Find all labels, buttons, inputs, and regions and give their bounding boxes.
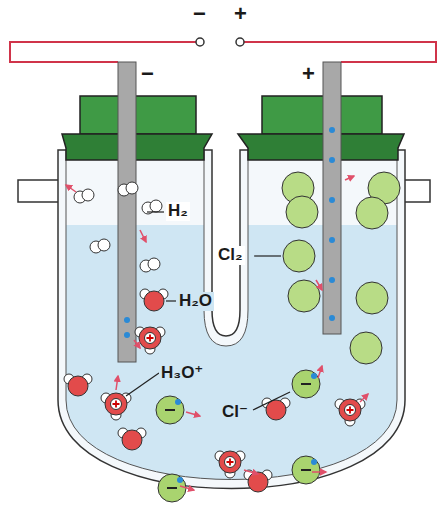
water-molecule <box>140 289 168 311</box>
terminal <box>196 38 204 46</box>
hydrogen-molecule <box>140 258 160 272</box>
chlorine-molecule <box>350 282 388 364</box>
stopper <box>238 96 404 160</box>
glass-tube <box>58 150 405 489</box>
electron <box>329 315 335 321</box>
electron <box>329 157 335 163</box>
water-molecule <box>118 428 146 450</box>
hydrogen-molecule <box>90 239 110 253</box>
particles <box>64 127 400 502</box>
hydronium-ion <box>335 399 365 426</box>
chloride-ion <box>158 474 186 502</box>
water-molecule <box>64 374 92 396</box>
polarity-sign: − <box>191 2 208 26</box>
terminal <box>236 38 244 46</box>
electron <box>329 197 335 203</box>
polarity-sign: − <box>139 62 156 86</box>
gas-outlet <box>18 180 58 202</box>
polarity-sign: + <box>232 2 249 26</box>
hydrogen-molecule <box>74 189 94 203</box>
electron <box>329 127 335 133</box>
stopper <box>62 96 212 160</box>
water-molecule <box>262 398 290 420</box>
electron <box>124 332 130 338</box>
wire <box>10 42 196 62</box>
solution <box>66 225 397 480</box>
hydronium-ion <box>135 327 165 354</box>
anode <box>323 62 341 334</box>
leader-lines <box>126 212 290 410</box>
callout-label: Cl₂ <box>216 246 245 265</box>
electron <box>124 317 130 323</box>
water-molecule <box>244 470 272 492</box>
callout-label: H₂O <box>177 292 214 311</box>
electron <box>329 277 335 283</box>
electron <box>329 237 335 243</box>
chloride-ion <box>156 396 184 424</box>
chloride-ion <box>292 370 320 398</box>
chlorine-molecule <box>282 172 318 228</box>
callout-label: Cl⁻ <box>220 403 250 422</box>
cathode <box>118 62 136 362</box>
polarity-sign: + <box>300 62 317 86</box>
wire <box>244 42 436 62</box>
hydronium-ion <box>215 451 245 478</box>
callout-label: H₃O⁺ <box>159 364 205 383</box>
hydrogen-molecule <box>118 182 138 196</box>
hydronium-ion <box>101 393 131 420</box>
glass-wall <box>204 150 248 346</box>
gas-outlet <box>405 180 430 202</box>
chlorine-molecule <box>356 172 400 229</box>
glass-wall <box>66 150 397 480</box>
callout-label: H₂ <box>166 202 190 221</box>
chloride-ion <box>292 456 320 484</box>
chlorine-molecule <box>283 240 320 312</box>
